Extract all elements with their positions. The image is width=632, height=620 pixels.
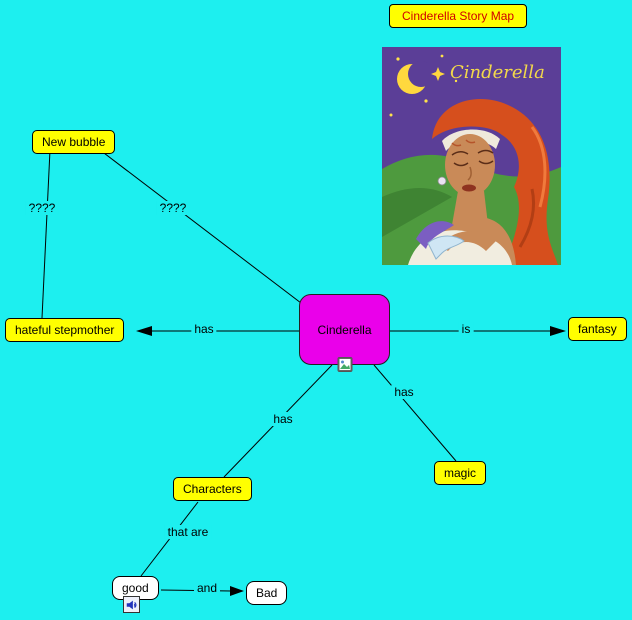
link-label-is-fantasy[interactable]: is [458, 322, 474, 336]
arrowhead-right-icon [550, 326, 566, 336]
link-cinderella-magic[interactable] [373, 364, 457, 462]
node-cinderella-label: Cinderella [317, 322, 372, 337]
link-newbubble-cinderella[interactable] [99, 149, 302, 304]
link-label-has-characters[interactable]: has [270, 412, 296, 426]
link-label-question-right[interactable]: ???? [156, 201, 190, 215]
node-fantasy[interactable]: fantasy [568, 317, 627, 341]
link-label-has-stepmother[interactable]: has [191, 322, 217, 336]
node-hateful-stepmother[interactable]: hateful stepmother [5, 318, 125, 342]
node-new-bubble[interactable]: New bubble [32, 130, 116, 154]
cinderella-illustration-icon: Cinderella [382, 47, 561, 265]
map-title-node[interactable]: Cinderella Story Map [389, 4, 528, 28]
link-characters-good[interactable] [140, 501, 199, 577]
cinderella-picture[interactable]: Cinderella [382, 47, 561, 265]
picture-script-title: Cinderella [450, 62, 545, 83]
node-cinderella[interactable]: Cinderella [299, 294, 390, 372]
arrowhead-left-icon [136, 326, 152, 336]
node-bad[interactable]: Bad [246, 581, 288, 605]
link-newbubble-stepmother[interactable] [41, 149, 51, 319]
link-label-that-are[interactable]: that are [164, 525, 212, 539]
node-good[interactable]: good [112, 576, 159, 613]
node-good-label: good [122, 581, 149, 595]
node-magic[interactable]: magic [434, 461, 487, 485]
link-cinderella-stepmother[interactable] [136, 326, 299, 336]
node-characters[interactable]: Characters [173, 477, 252, 501]
arrowhead-bad-icon [230, 586, 244, 596]
link-label-has-magic[interactable]: has [391, 385, 417, 399]
link-cinderella-fantasy[interactable] [390, 326, 566, 336]
link-label-and[interactable]: and [193, 581, 221, 595]
link-label-question-left[interactable]: ???? [25, 201, 59, 215]
image-attachment-icon[interactable] [337, 357, 352, 372]
speaker-icon[interactable] [123, 596, 140, 613]
